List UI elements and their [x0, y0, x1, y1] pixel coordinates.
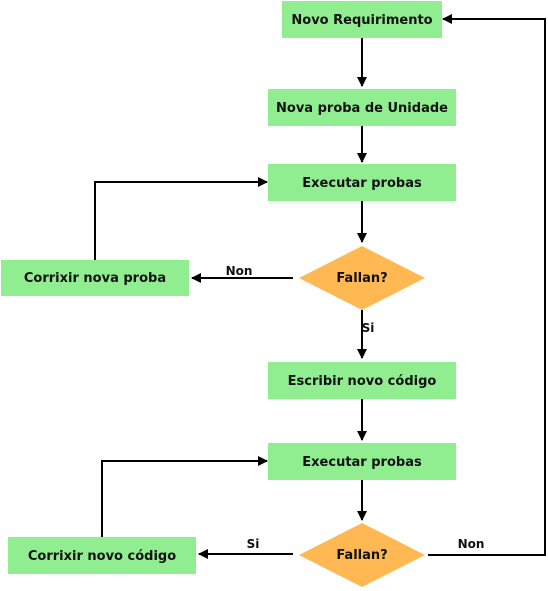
- decision-fallan-2: Fallan?: [299, 523, 425, 587]
- edge-label-fallan-1-non: Non: [226, 264, 253, 278]
- node-executar-probas-2: Executar probas: [268, 443, 456, 480]
- arrow-corrixir-proba-to-executar-1: [94, 177, 268, 260]
- edge-label-fallan-2-non: Non: [458, 537, 485, 551]
- node-escribir-novo-codigo-label: Escribir novo código: [288, 374, 437, 389]
- node-executar-probas-1: Executar probas: [268, 164, 456, 201]
- decision-fallan-1: Fallan?: [299, 246, 425, 310]
- decision-fallan-1-label: Fallan?: [336, 271, 387, 286]
- node-corrixir-novo-codigo-label: Corrixir novo código: [28, 549, 176, 564]
- node-novo-requirimento-label: Novo Requirimento: [291, 13, 432, 28]
- node-escribir-novo-codigo: Escribir novo código: [268, 362, 456, 399]
- node-corrixir-nova-proba-label: Corrixir nova proba: [24, 271, 166, 286]
- node-nova-proba-unidade-label: Nova proba de Unidade: [276, 101, 448, 116]
- decision-fallan-2-label: Fallan?: [336, 548, 387, 563]
- arrow-corrixir-codigo-to-executar-2: [101, 456, 268, 537]
- edge-label-fallan-1-si: Si: [362, 321, 375, 335]
- node-executar-probas-2-label: Executar probas: [302, 455, 422, 470]
- node-novo-requirimento: Novo Requirimento: [282, 1, 442, 38]
- node-corrixir-novo-codigo: Corrixir novo código: [8, 537, 196, 574]
- node-nova-proba-unidade: Nova proba de Unidade: [268, 89, 456, 126]
- node-corrixir-nova-proba: Corrixir nova proba: [1, 260, 189, 296]
- node-executar-probas-1-label: Executar probas: [302, 176, 422, 191]
- arrow-fallan-2-to-requirimento: [428, 14, 546, 556]
- edge-label-fallan-2-si: Si: [247, 537, 260, 551]
